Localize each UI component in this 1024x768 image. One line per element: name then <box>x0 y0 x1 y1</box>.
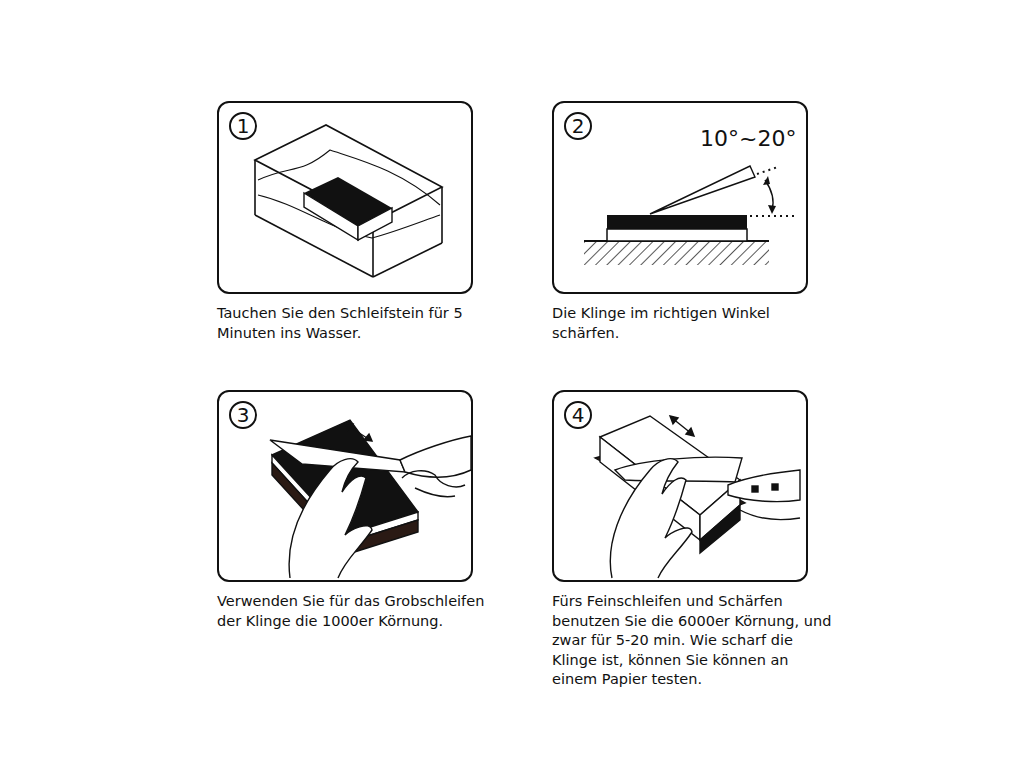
step-panel: 4Fürs Feinschleifen und Schärfen benutze… <box>552 390 808 582</box>
step-caption: Tauchen Sie den Schleifstein für 5 Minut… <box>217 304 497 343</box>
angle-label: 10°~20° <box>700 126 796 151</box>
step-panel: 3Verwenden Sie für das Grobschleifen der… <box>217 390 473 582</box>
step-caption: Die Klinge im richtigen Winkel schärfen. <box>552 304 832 343</box>
step-caption: Fürs Feinschleifen und Schärfen benutzen… <box>552 592 832 690</box>
stone <box>304 177 392 240</box>
callout-number: 1 <box>229 112 257 140</box>
step-panel: 1Tauchen Sie den Schleifstein für 5 Minu… <box>217 101 473 294</box>
callout-number: 2 <box>564 112 592 140</box>
callout-number: 3 <box>229 401 257 429</box>
angle-sketch <box>584 166 798 265</box>
water-tank <box>255 125 442 277</box>
coarse-grinding <box>270 420 471 578</box>
step-caption: Verwenden Sie für das Grobschleifen der … <box>217 592 497 631</box>
fine-grinding <box>595 416 800 578</box>
callout-number: 4 <box>564 401 592 429</box>
